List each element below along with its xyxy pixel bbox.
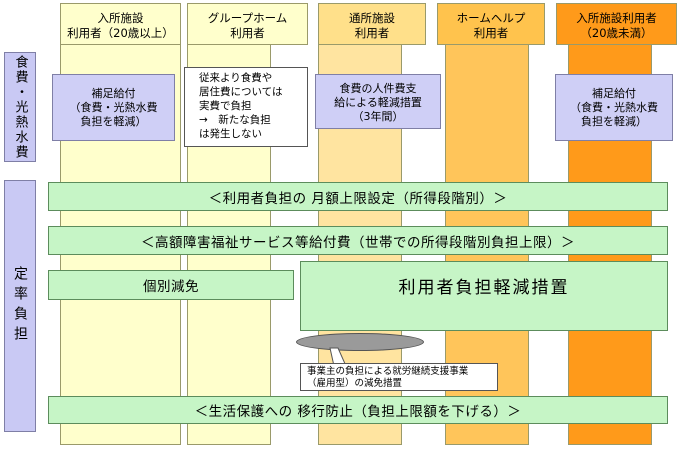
food-box-group-home-note: 従来より食費や 居住費については 実費で負担 → 新たな負担 は発生しない: [184, 67, 308, 147]
bar-individual-reduction: 個別減免: [48, 270, 294, 300]
bar-welfare-transition-prevention: ＜生活保護への 移行防止（負担上限額を下げる）＞: [48, 396, 668, 424]
bar-user-burden-reduction: 利用者負担軽減措置: [300, 261, 668, 331]
bar-high-cost-benefit: ＜高額障害福祉サービス等給付費（世帯での所得段階別負担上限）＞: [48, 226, 668, 255]
column-header-nyusho-adult: 入所施設 利用者（20歳以上）: [60, 3, 181, 45]
side-label-food-utilities: 食費・光熱水費: [4, 52, 36, 162]
column-header-group-home: グループホーム 利用者: [187, 3, 308, 45]
callout-ellipse: [296, 333, 424, 351]
bar-monthly-cap: ＜利用者負担の 月額上限設定（所得段階別）＞: [48, 182, 668, 211]
callout-box: 事業主の負担による就労継続支援事業 （雇用型）の減免措置: [300, 363, 498, 391]
column-header-tsusho: 通所施設 利用者: [318, 3, 426, 45]
column-header-home-help: ホームヘルプ 利用者: [437, 3, 545, 45]
side-label-fixed-rate: 定率負担: [4, 180, 36, 432]
food-box-supplementary-2: 補足給付 （食費・光熱水費 負担を軽減）: [555, 74, 673, 141]
food-box-tsusho-reduction: 食費の人件費支 給による軽減措置 （3年間）: [315, 74, 441, 129]
food-box-supplementary-1: 補足給付 （食費・光熱水費 負担を軽減）: [52, 74, 175, 141]
column-header-nyusho-minor: 入所施設利用者 （20歳未満）: [556, 3, 677, 45]
